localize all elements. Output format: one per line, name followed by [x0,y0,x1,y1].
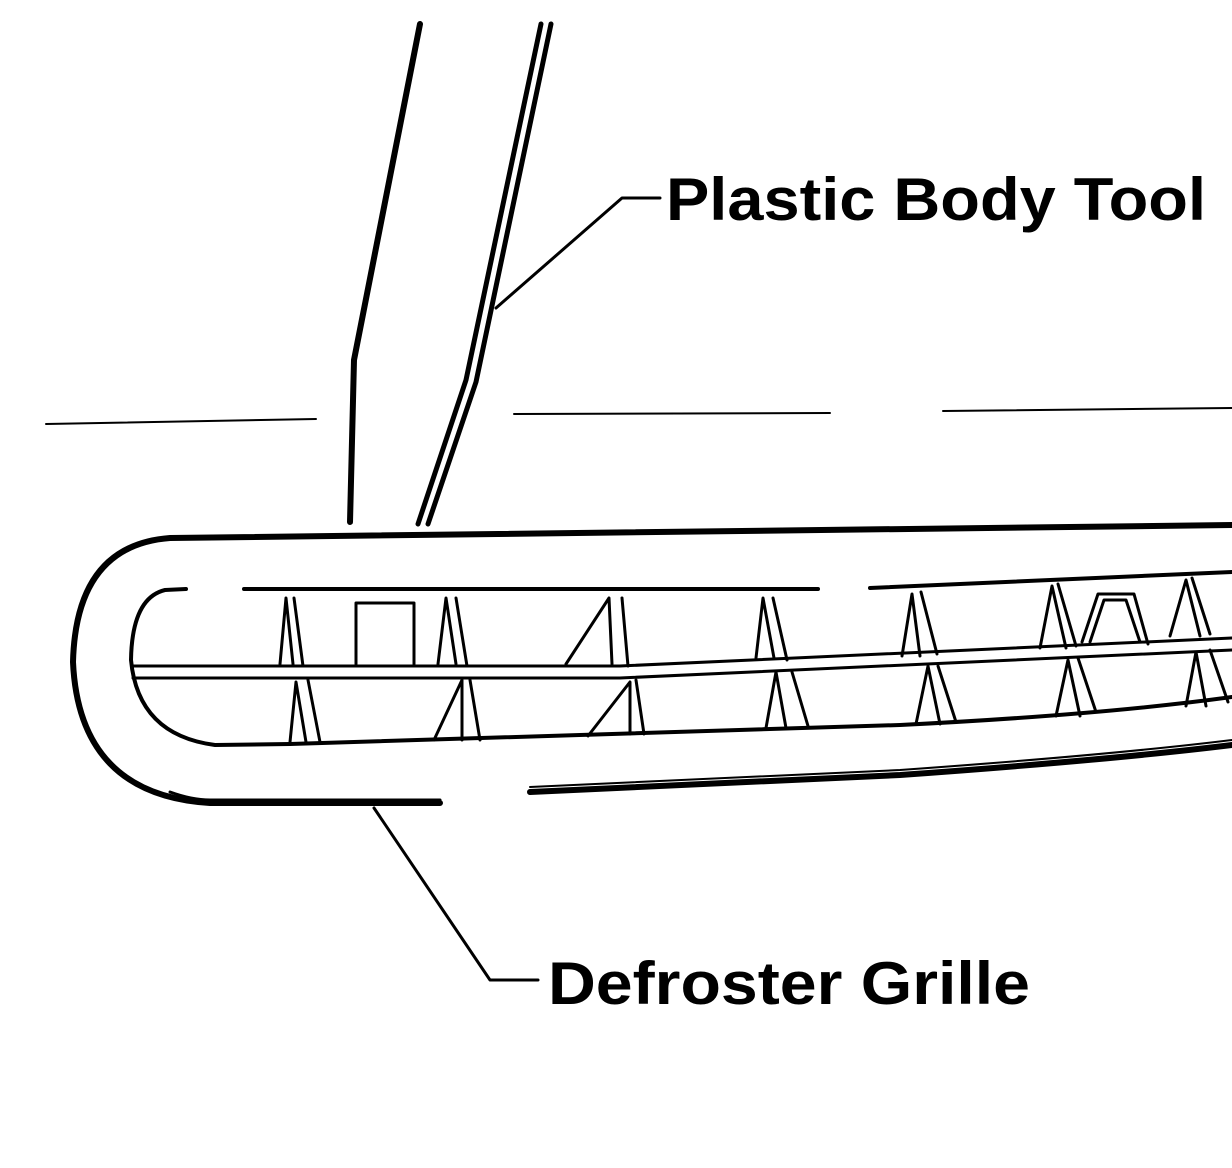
dashboard-edge-line [45,407,1232,425]
defroster-grille [70,522,1232,806]
tool-leader-line [494,196,662,310]
upper-vanes [278,576,1212,668]
grille-leader-line [372,806,540,982]
plastic-body-tool-label: Plastic Body Tool [666,166,1206,233]
defroster-grille-label: Defroster Grille [548,950,1030,1017]
plastic-body-tool [347,21,554,527]
lower-vanes [288,648,1230,744]
